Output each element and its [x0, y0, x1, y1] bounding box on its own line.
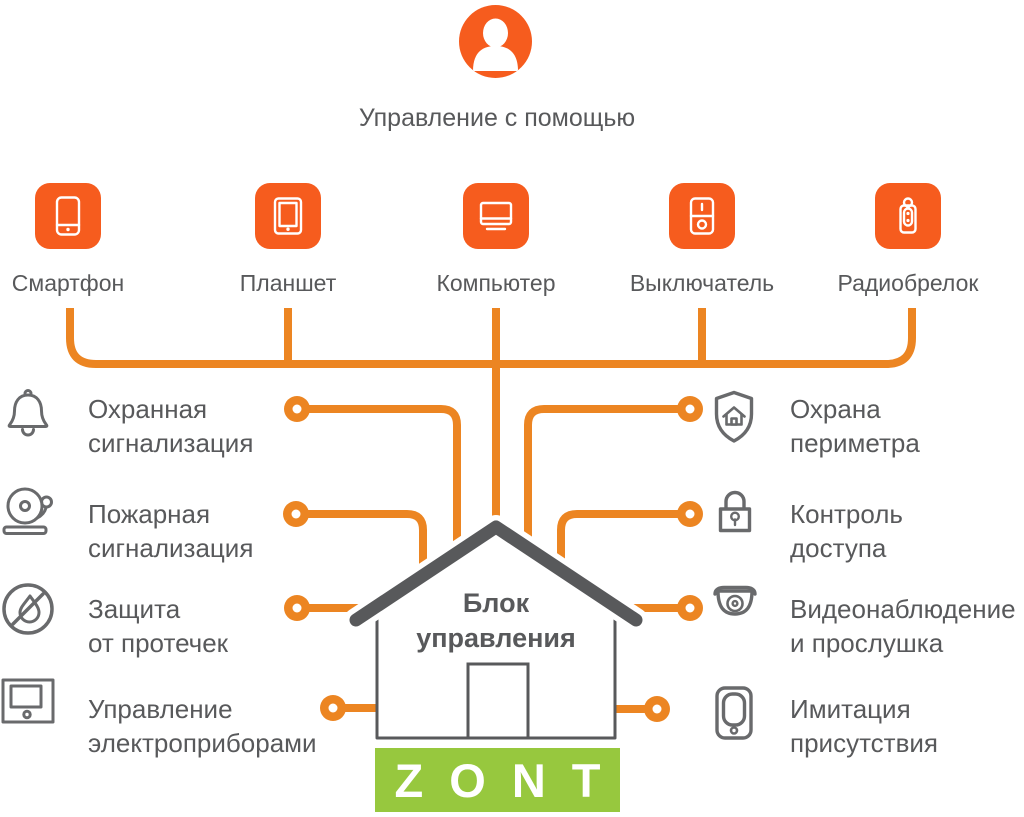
connector-fire-alarm [296, 510, 427, 592]
feature-perimeter-security: Охрана периметра [790, 394, 920, 458]
person-icon [459, 5, 532, 78]
device-label-switch: Выключатель [629, 270, 775, 296]
feature-access-control: Контроль доступа [790, 499, 903, 563]
device-label-tablet: Планшет [239, 270, 337, 296]
fire-alarm-bell-icon [0, 482, 56, 543]
feature-fire-alarm: Пожарная сигнализация [88, 499, 254, 563]
device-label-smartphone: Смартфон [11, 270, 125, 296]
feature-leak-protection: Защита от протечек [88, 594, 229, 658]
feature-appliance-control: Управление электроприборами [88, 694, 317, 758]
keyfob-icon [875, 183, 941, 249]
connector-bus [66, 308, 916, 368]
switch-icon [669, 183, 735, 249]
no-leak-icon [0, 581, 56, 642]
bell-icon [0, 386, 56, 451]
padlock-icon [707, 484, 763, 545]
device-label-computer: Компьютер [436, 270, 556, 296]
dome-camera-icon [707, 582, 763, 643]
house-roof [349, 520, 643, 627]
control-unit-label: Блок управления [416, 588, 576, 653]
device-label-keyfob: Радиобрелок [837, 270, 979, 296]
house-door [466, 662, 530, 740]
connector-perimeter [524, 405, 690, 560]
connector-access [557, 510, 690, 580]
shield-house-icon [706, 389, 762, 450]
appliance-panel-icon [0, 674, 56, 735]
connector-security-alarm [297, 405, 461, 562]
computer-icon [463, 183, 529, 249]
smartphone-icon [35, 183, 101, 249]
feature-presence-imitation: Имитация присутствия [790, 694, 939, 758]
tablet-icon [255, 183, 321, 249]
page-title: Управление с помощью [358, 104, 636, 132]
feature-security-alarm: Охранная сигнализация [88, 394, 254, 458]
zont-logo: ZONT [375, 748, 620, 812]
feature-video-surveillance: Видеонаблюдение и прослушка [790, 594, 1016, 658]
connector-dots [283, 396, 703, 722]
presence-sensor-icon [706, 685, 762, 746]
